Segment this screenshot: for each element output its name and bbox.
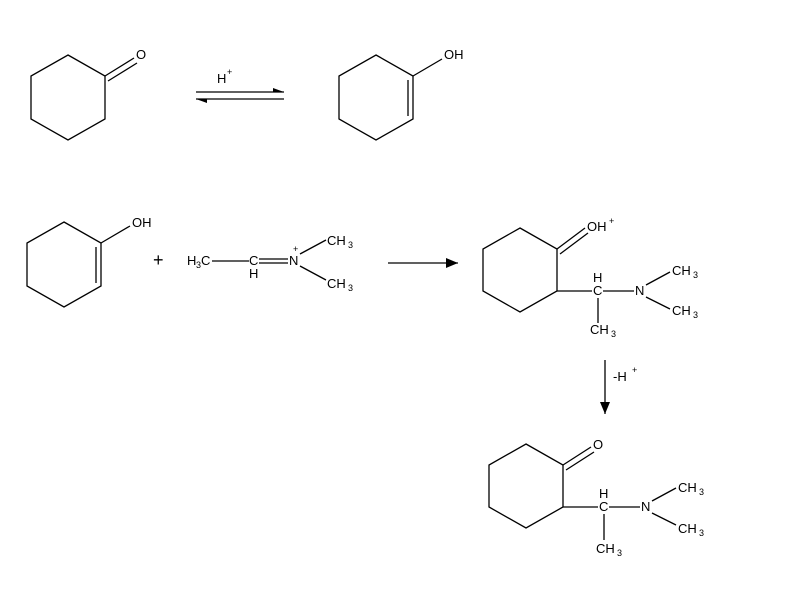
- hydroxyl-label: OH: [444, 47, 464, 62]
- methyl-subscript: 3: [693, 310, 698, 320]
- methyl-label: CH: [672, 303, 691, 318]
- methine-hydrogen: H: [599, 486, 608, 501]
- methyl-subscript: 3: [348, 283, 353, 293]
- methyl-label: CH: [327, 276, 346, 291]
- nitrogen-label: N: [635, 283, 644, 298]
- methyl-subscript: 3: [348, 240, 353, 250]
- methyl-label: CH: [596, 541, 615, 556]
- protonated-product: OH + H C N CH 3 CH 3 CH 3: [482, 216, 698, 339]
- methyl-label: CH: [678, 521, 697, 536]
- methyl-label: CH: [327, 233, 346, 248]
- mannich-base-product: O H C N CH 3 CH 3 CH 3: [488, 437, 704, 558]
- methine-carbon: C: [599, 499, 608, 514]
- acid-catalyst-label: H: [217, 71, 226, 86]
- methyl-label: H: [187, 253, 196, 268]
- cyclohexanone-top: O: [30, 47, 146, 141]
- methyl-label: CH: [678, 480, 697, 495]
- plus-sign: +: [153, 250, 164, 270]
- deprotonation-label: -H: [613, 369, 627, 384]
- forward-arrow: [388, 258, 458, 268]
- oxygen-label: O: [136, 47, 146, 62]
- methine-hydrogen: H: [593, 270, 602, 285]
- methyl-label: CH: [590, 322, 609, 337]
- nitrogen-label: N: [641, 499, 650, 514]
- imine-carbon: C: [249, 253, 258, 268]
- methine-carbon: C: [593, 283, 602, 298]
- methyl-subscript: 3: [611, 329, 616, 339]
- iminium-ion: H 3 C C H N + CH 3 CH 3: [187, 233, 353, 293]
- methyl-label: CH: [672, 263, 691, 278]
- imine-hydrogen: H: [249, 266, 258, 281]
- nitrogen-charge: +: [293, 244, 298, 254]
- methyl-subscript: 3: [617, 548, 622, 558]
- deprotonation-arrow: -H +: [600, 360, 637, 414]
- nitrogen-label: N: [289, 253, 298, 268]
- deprotonation-charge: +: [632, 365, 637, 375]
- oxygen-label: O: [593, 437, 603, 452]
- enol-top: OH: [338, 47, 464, 141]
- equilibrium-arrows: H +: [196, 67, 284, 103]
- hydroxyl-label: OH: [587, 219, 607, 234]
- methyl-subscript: 3: [693, 270, 698, 280]
- enol-middle: OH: [26, 215, 152, 308]
- methyl-subscript: 3: [699, 487, 704, 497]
- oxonium-charge: +: [609, 216, 614, 226]
- hydroxyl-label: OH: [132, 215, 152, 230]
- methyl-subscript: 3: [699, 528, 704, 538]
- methyl-carbon: C: [201, 253, 210, 268]
- acid-catalyst-charge: +: [227, 67, 232, 77]
- methyl-subscript: 3: [196, 260, 201, 270]
